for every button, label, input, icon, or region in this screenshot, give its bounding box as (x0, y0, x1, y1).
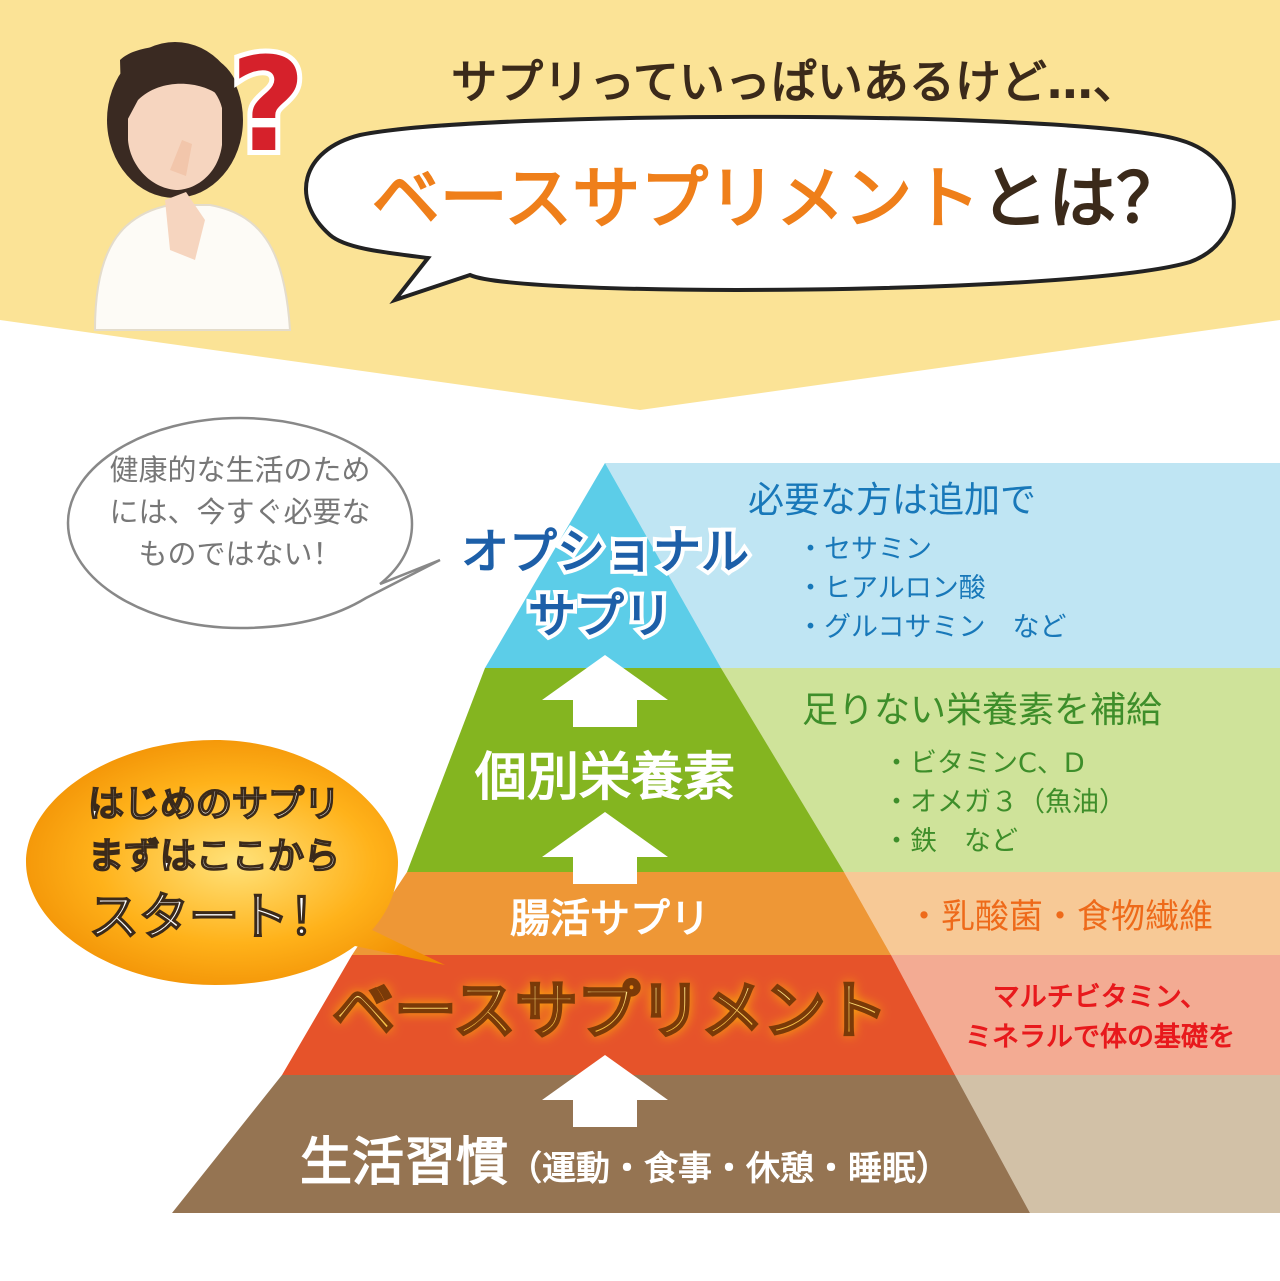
tier-base-title: ベースサプリメント ベースサプリメント (331, 973, 888, 1049)
tier-lifestyle (172, 1075, 1030, 1213)
header-title-tail: とは？ (980, 160, 1184, 239)
individual-item: ・ビタミンC、D (883, 748, 1085, 779)
optional-heading: 必要な方は追加で (748, 480, 1036, 521)
header-subtitle: サプリっていっぱいあるけど…、 (451, 55, 1139, 109)
band-optional-light (605, 463, 1280, 668)
gut-note: ・乳酸菌・食物繊維 (907, 897, 1213, 937)
base-note-line: マルチビタミン、 (993, 982, 1207, 1013)
start-bubble-line: まずはここから (88, 836, 340, 877)
thinking-woman-illustration (93, 42, 292, 331)
band-individual-light (721, 668, 1280, 872)
thought-bubble-line: 健康的な生活のため (109, 453, 370, 487)
thought-bubble-line: には、今すぐ必要な (109, 495, 370, 529)
start-bubble-line: スタート！ (89, 888, 339, 946)
svg-text:?: ? (230, 29, 305, 181)
thought-bubble-line: ものではない！ (138, 537, 341, 571)
svg-text:オプショナル: オプショナル (461, 524, 749, 580)
thought-bubble (66, 416, 441, 630)
tier-individual-title: 個別栄養素 (474, 748, 735, 808)
svg-text:ベースサプリメント: ベースサプリメント (333, 974, 888, 1047)
optional-item: ・セサミン (797, 534, 932, 565)
tier-gut (352, 872, 891, 955)
tier-individual (407, 668, 844, 872)
band-gut-light (844, 872, 1280, 955)
individual-heading: 足りない栄養素を補給 (802, 690, 1162, 731)
tier-gut-title: 腸活サプリ (510, 896, 710, 942)
base-note-line: ミネラルで体の基礎を (965, 1022, 1235, 1053)
up-arrow-icon (542, 812, 668, 884)
individual-item: ・鉄 など (883, 826, 1018, 857)
svg-text:サプリ: サプリ (528, 588, 672, 644)
svg-text:?: ? (230, 29, 305, 181)
optional-item: ・グルコサミン など (797, 612, 1066, 643)
individual-item: ・オメガ３（魚油） (883, 787, 1126, 818)
header-title-main: ベースサプリメント (372, 160, 981, 239)
band-lifestyle-light (955, 1075, 1280, 1213)
up-arrow-icon (542, 1055, 668, 1127)
tier-lifestyle-title: 生活習慣（運動・食事・休憩・睡眠） (300, 1133, 950, 1193)
svg-text:オプショナル: オプショナル (461, 524, 749, 580)
tier-optional-title: オプショナル オプショナル サプリ サプリ (457, 520, 753, 648)
question-mark-icon: ? ? (225, 24, 310, 186)
band-base-light (891, 955, 1280, 1075)
header-title: ベースサプリメントとは？ (372, 160, 1185, 239)
start-bubble (26, 740, 445, 985)
svg-text:サプリ: サプリ (528, 588, 672, 644)
optional-item: ・ヒアルロン酸 (797, 573, 986, 604)
tier-optional (485, 463, 721, 668)
up-arrow-icon (542, 655, 668, 727)
svg-text:ベースサプリメント: ベースサプリメント (333, 974, 888, 1047)
tier-base (282, 955, 955, 1075)
start-bubble-line: はじめのサプリ (88, 784, 340, 825)
title-speech-bubble (304, 114, 1236, 305)
